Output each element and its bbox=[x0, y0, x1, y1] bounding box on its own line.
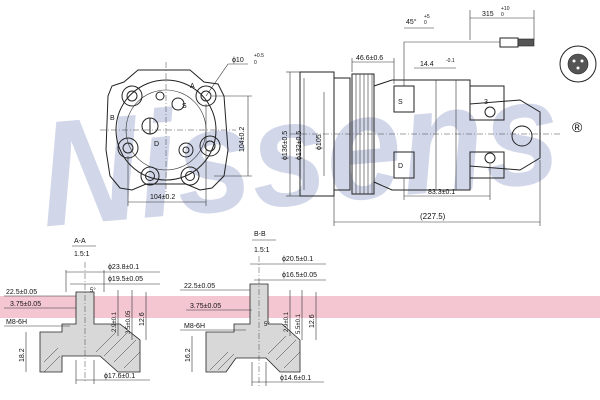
pulley-offset-dim: 46.6±0.6 bbox=[356, 55, 383, 62]
aa-dim-angle: 5° bbox=[90, 288, 96, 294]
aa-dim-12-6: 12.6 bbox=[139, 312, 146, 326]
bb-dim-thread: M8-6H bbox=[184, 323, 205, 330]
total-length-dim: (227.5) bbox=[420, 212, 446, 221]
port-mark-s: S bbox=[182, 103, 187, 110]
outer-diameter-dim: ϕ136±0.5 bbox=[282, 131, 289, 160]
bb-dim-2-9: 2.9±0.1 bbox=[284, 311, 290, 332]
bb-dim-d14: ϕ14.6±0.1 bbox=[280, 375, 311, 382]
side-label-d: D bbox=[398, 163, 403, 170]
bb-dim-5-5: 5.5±0.1 bbox=[296, 313, 302, 334]
aa-dim-3-75: 3.75±0.05 bbox=[10, 301, 41, 308]
section-aa-title: A-A bbox=[74, 238, 86, 245]
wire-angle-tol-lower: 0 bbox=[424, 20, 427, 26]
section-bb-title: B-B bbox=[254, 231, 266, 238]
hole-diameter-dim: ϕ10 bbox=[232, 57, 244, 64]
front-width-dim: 104±0.2 bbox=[150, 194, 175, 201]
section-aa-hatch bbox=[43, 331, 141, 373]
aa-dim-3-5: 3.5±0.05 bbox=[126, 310, 132, 334]
wire-length-dim: 315 bbox=[482, 11, 494, 18]
front-height-dim: 104±0.2 bbox=[239, 127, 246, 152]
connector-plug bbox=[559, 45, 597, 83]
hole-tol-upper: +0.5 bbox=[254, 53, 264, 59]
bb-dim-3-75: 3.75±0.05 bbox=[190, 303, 221, 310]
section-aa-scale: 1.5:1 bbox=[74, 251, 90, 258]
section-bb-hatch bbox=[209, 335, 301, 371]
bb-dim-angle: 5° bbox=[264, 322, 270, 328]
aa-dim-thread: M8-6H bbox=[6, 319, 27, 326]
side-label-3: 3 bbox=[484, 99, 488, 106]
section-bb-scale: 1.5:1 bbox=[254, 247, 270, 254]
wire-angle-tol-upper: +5 bbox=[424, 14, 430, 20]
wire-angle-dim: 45° bbox=[406, 18, 417, 26]
bb-dim-12-6: 12.6 bbox=[309, 314, 316, 328]
aa-dim-22-5: 22.5±0.05 bbox=[6, 289, 37, 296]
registered-mark: ® bbox=[572, 119, 583, 135]
bb-dim-d16: ϕ16.5±0.05 bbox=[282, 272, 317, 279]
side-view: S D 3 45° +5 0 315 +10 0 46.6±0.6 bbox=[282, 6, 597, 226]
section-mark-a: A bbox=[190, 83, 195, 90]
bb-dim-d20: ϕ20.5±0.1 bbox=[282, 256, 313, 263]
ear-width-tol-upper: -0.1 bbox=[446, 58, 455, 64]
pulley-diameter-dim: ϕ132±0.5 bbox=[296, 131, 303, 160]
bb-dim-22-5: 22.5±0.05 bbox=[184, 283, 215, 290]
hub-diameter-dim: ϕ105 bbox=[316, 134, 323, 150]
bb-dim-16-2: 16.2 bbox=[185, 348, 192, 362]
wire-length-tol-upper: +10 bbox=[501, 6, 510, 12]
aa-dim-d19: ϕ19.5±0.05 bbox=[108, 276, 143, 283]
port-mark-d: D bbox=[154, 141, 159, 148]
front-view: S D B A ϕ10 +0.5 0 104±0.2 104±0.2 bbox=[100, 53, 264, 206]
pink-band bbox=[0, 296, 600, 318]
aa-dim-d17: ϕ17.6±0.1 bbox=[104, 373, 135, 380]
wire-length-tol-lower: 0 bbox=[501, 12, 504, 18]
aa-dim-18-2: 18.2 bbox=[19, 348, 26, 362]
section-b-b: B-B 1.5:1 ϕ20.5±0.1 ϕ16.5±0.05 22.5±0.05… bbox=[180, 231, 326, 388]
ear-width-dim: 14.4 bbox=[420, 61, 434, 68]
aa-dim-d23: ϕ23.8±0.1 bbox=[108, 264, 139, 271]
side-label-s: S bbox=[398, 99, 403, 106]
hole-tol-lower: 0 bbox=[254, 60, 257, 66]
section-mark-b: B bbox=[110, 115, 115, 122]
aa-dim-2-9: 2.9±0.1 bbox=[112, 311, 118, 332]
section-a-a: A-A 1.5:1 ϕ23.8±0.1 ϕ19.5±0.05 22.5±0.05… bbox=[4, 238, 160, 384]
ear-distance-dim: 83.3±0.1 bbox=[428, 189, 455, 196]
